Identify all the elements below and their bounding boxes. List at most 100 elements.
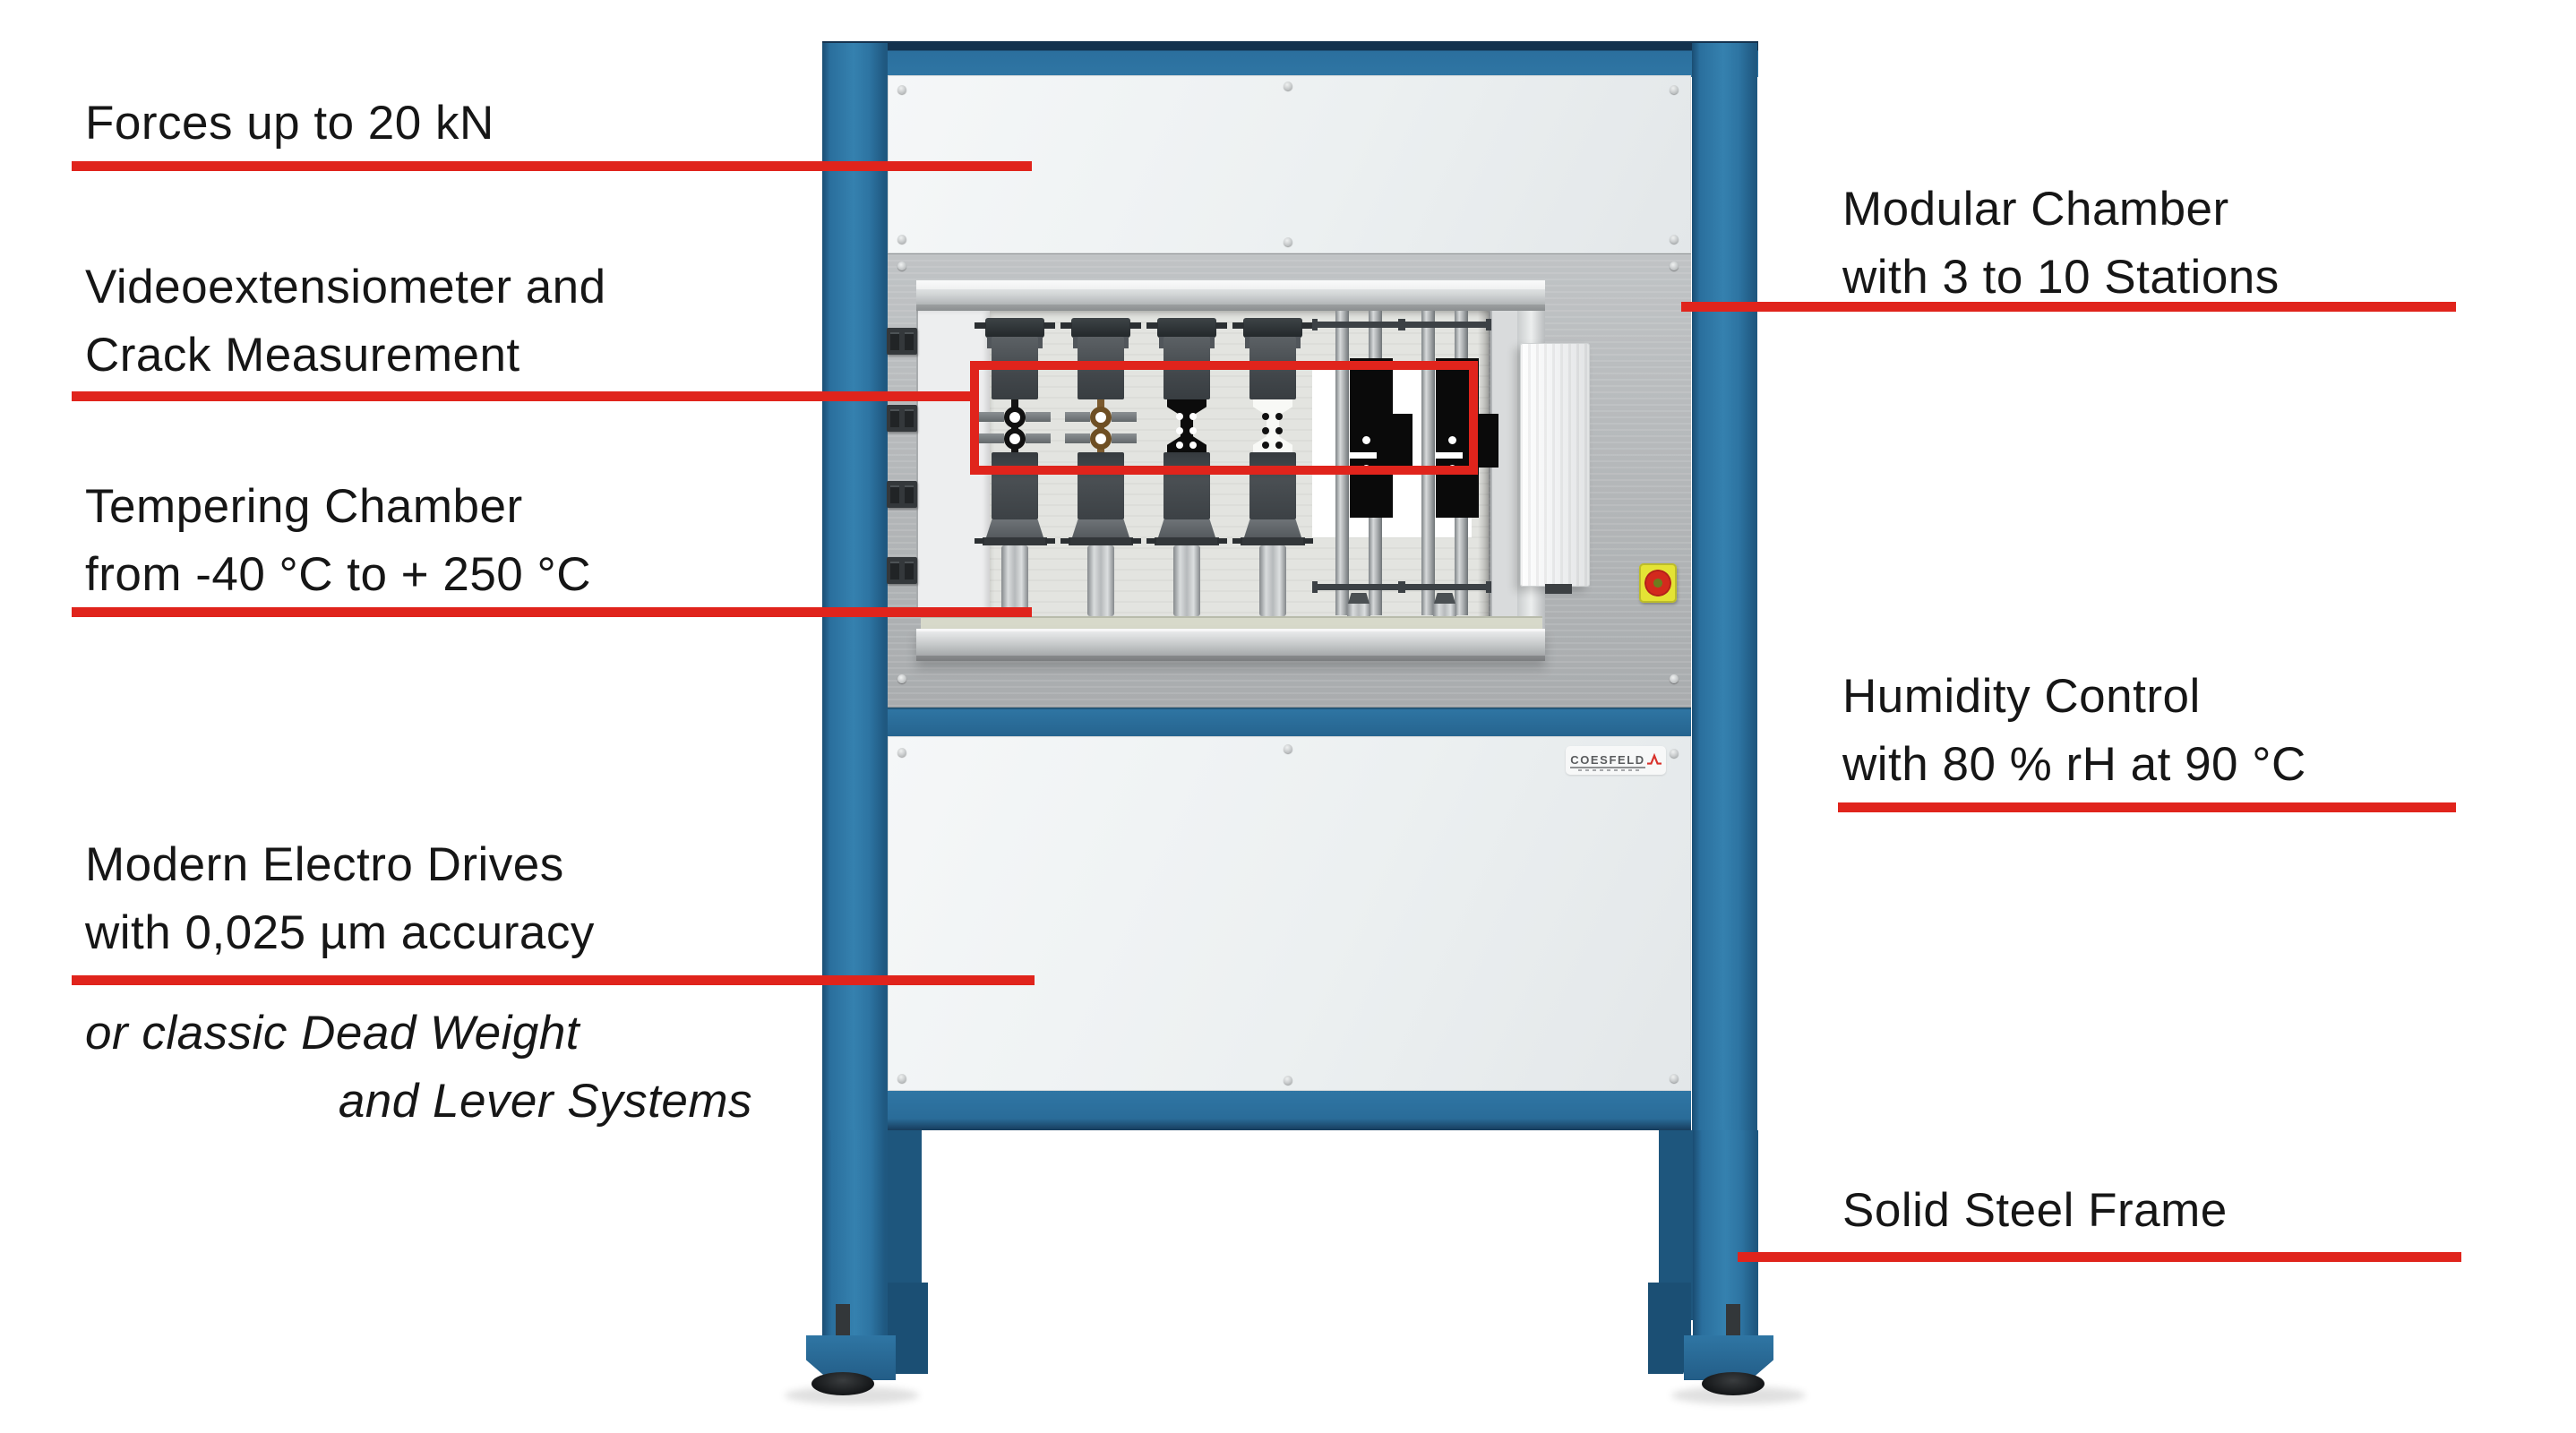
left-leveling-stem bbox=[836, 1304, 850, 1340]
station-pin bbox=[1215, 322, 1227, 329]
machine-right-column bbox=[1692, 43, 1757, 1132]
chamber-window-top-profile bbox=[916, 280, 1545, 311]
station-pin bbox=[1060, 322, 1072, 329]
station-pin bbox=[1301, 322, 1313, 329]
label-videoextensiometer: Videoextensiometer and Crack Measurement bbox=[85, 261, 606, 382]
station-actuator-cylinder bbox=[1433, 604, 1456, 616]
station-pin bbox=[1146, 538, 1156, 544]
machine-right-leg bbox=[1693, 1130, 1758, 1338]
emergency-stop-button[interactable] bbox=[1639, 563, 1677, 603]
extensometer-clip bbox=[1065, 412, 1090, 422]
machine-bottom-rail bbox=[888, 1091, 1691, 1130]
station-cone bbox=[1434, 593, 1455, 604]
screw bbox=[1670, 1074, 1679, 1083]
brand-logo-subline bbox=[1578, 769, 1641, 771]
hinge-pin bbox=[905, 332, 914, 350]
station-crossbar-tick bbox=[1312, 319, 1318, 330]
hinge-pin bbox=[890, 562, 899, 579]
station-hanger bbox=[1071, 318, 1130, 338]
machine-left-leg bbox=[822, 1130, 888, 1338]
specimen-dot bbox=[1176, 427, 1183, 434]
machine-bottom-panel bbox=[888, 736, 1691, 1091]
extensometer-clip bbox=[1112, 433, 1137, 443]
station-pin bbox=[975, 322, 986, 329]
station-crossbar-tick bbox=[1398, 581, 1404, 593]
screw bbox=[1284, 82, 1292, 90]
machine-left-column bbox=[822, 43, 888, 1132]
screw bbox=[1670, 235, 1679, 244]
station-rail bbox=[1421, 311, 1435, 615]
humidifier-box-foot bbox=[1545, 584, 1572, 594]
chamber-window-bottom-profile bbox=[916, 629, 1545, 661]
station-flange bbox=[1241, 537, 1305, 545]
specimen-dot bbox=[1262, 413, 1269, 420]
specimen-ring-marker bbox=[1004, 428, 1026, 450]
chamber-window-sill bbox=[921, 616, 1542, 629]
brand-logo-text: COESFELD bbox=[1570, 752, 1645, 768]
extensometer-clip bbox=[1112, 412, 1137, 422]
station-flange bbox=[1155, 537, 1219, 545]
emergency-stop-icon bbox=[1644, 570, 1671, 596]
leader-line-tempering bbox=[72, 607, 1032, 617]
label-modular-chamber: Modular Chamber with 3 to 10 Stations bbox=[1842, 183, 2280, 304]
hinge-pin bbox=[905, 485, 914, 503]
specimen-ct-slot bbox=[1436, 452, 1463, 459]
station-crossbar-tick bbox=[1312, 581, 1318, 593]
extensometer-clip bbox=[1026, 412, 1051, 422]
station-rail bbox=[1335, 311, 1349, 615]
station-crossbar-tick bbox=[1486, 581, 1491, 593]
station-hanger bbox=[1157, 318, 1216, 338]
extensometer-clip bbox=[1026, 433, 1051, 443]
screw bbox=[1284, 744, 1292, 753]
hinge-pin bbox=[905, 409, 914, 427]
right-leveling-stem bbox=[1726, 1304, 1740, 1340]
station-bottom-grip bbox=[992, 452, 1038, 519]
specimen-dot bbox=[1275, 442, 1283, 449]
station-crossbar bbox=[1318, 584, 1400, 590]
station-crossbar bbox=[1318, 322, 1400, 328]
hinge-pin bbox=[890, 409, 899, 427]
station-crossbar bbox=[1404, 584, 1486, 590]
station-pin bbox=[1060, 538, 1070, 544]
specimen-dot bbox=[1176, 442, 1183, 449]
screw bbox=[1284, 1076, 1292, 1085]
specimen-dot bbox=[1362, 436, 1370, 444]
station-crossbar-tick bbox=[1486, 319, 1491, 330]
station-grip-bevel bbox=[1158, 519, 1215, 537]
screw bbox=[1670, 749, 1679, 758]
specimen-dot bbox=[1275, 427, 1283, 434]
station-bottom-grip bbox=[1078, 452, 1124, 519]
station-actuator-cylinder bbox=[1001, 545, 1028, 616]
screw bbox=[897, 748, 906, 757]
screw bbox=[897, 674, 906, 683]
station-actuator-cylinder bbox=[1259, 545, 1286, 616]
station-crossbar bbox=[1404, 322, 1486, 328]
station-grip-bevel bbox=[1244, 519, 1301, 537]
station-bottom-grip bbox=[1163, 452, 1210, 519]
screw bbox=[1670, 674, 1679, 683]
machine-mid-rail bbox=[888, 708, 1691, 736]
extensometer-clip bbox=[1065, 433, 1090, 443]
station-hanger bbox=[1243, 318, 1302, 338]
left-foot-pad bbox=[811, 1372, 874, 1395]
hinge-pin bbox=[905, 562, 914, 579]
station-crossbar-tick bbox=[1398, 319, 1404, 330]
specimen-ct-tab bbox=[1479, 414, 1498, 468]
hinge-pin bbox=[890, 332, 899, 350]
extensometer-clip bbox=[979, 412, 1004, 422]
specimen-ring-marker bbox=[1090, 428, 1112, 450]
humidifier-box bbox=[1520, 343, 1590, 587]
label-dead-weight: or classic Dead Weight and Lever Systems bbox=[85, 1007, 752, 1128]
station-actuator-cylinder bbox=[1173, 545, 1200, 616]
specimen-dot bbox=[1189, 413, 1197, 420]
specimen-highlight-rectangle bbox=[970, 361, 1478, 475]
station-pin bbox=[975, 538, 984, 544]
station-pin bbox=[1045, 538, 1055, 544]
screw bbox=[897, 1074, 906, 1083]
extensometer-clip bbox=[979, 433, 1004, 443]
specimen-ct-slot bbox=[1350, 452, 1377, 459]
specimen-dot bbox=[1448, 436, 1456, 444]
specimen-dot bbox=[1262, 427, 1269, 434]
station-pin bbox=[1043, 322, 1055, 329]
station-pin bbox=[1303, 538, 1313, 544]
